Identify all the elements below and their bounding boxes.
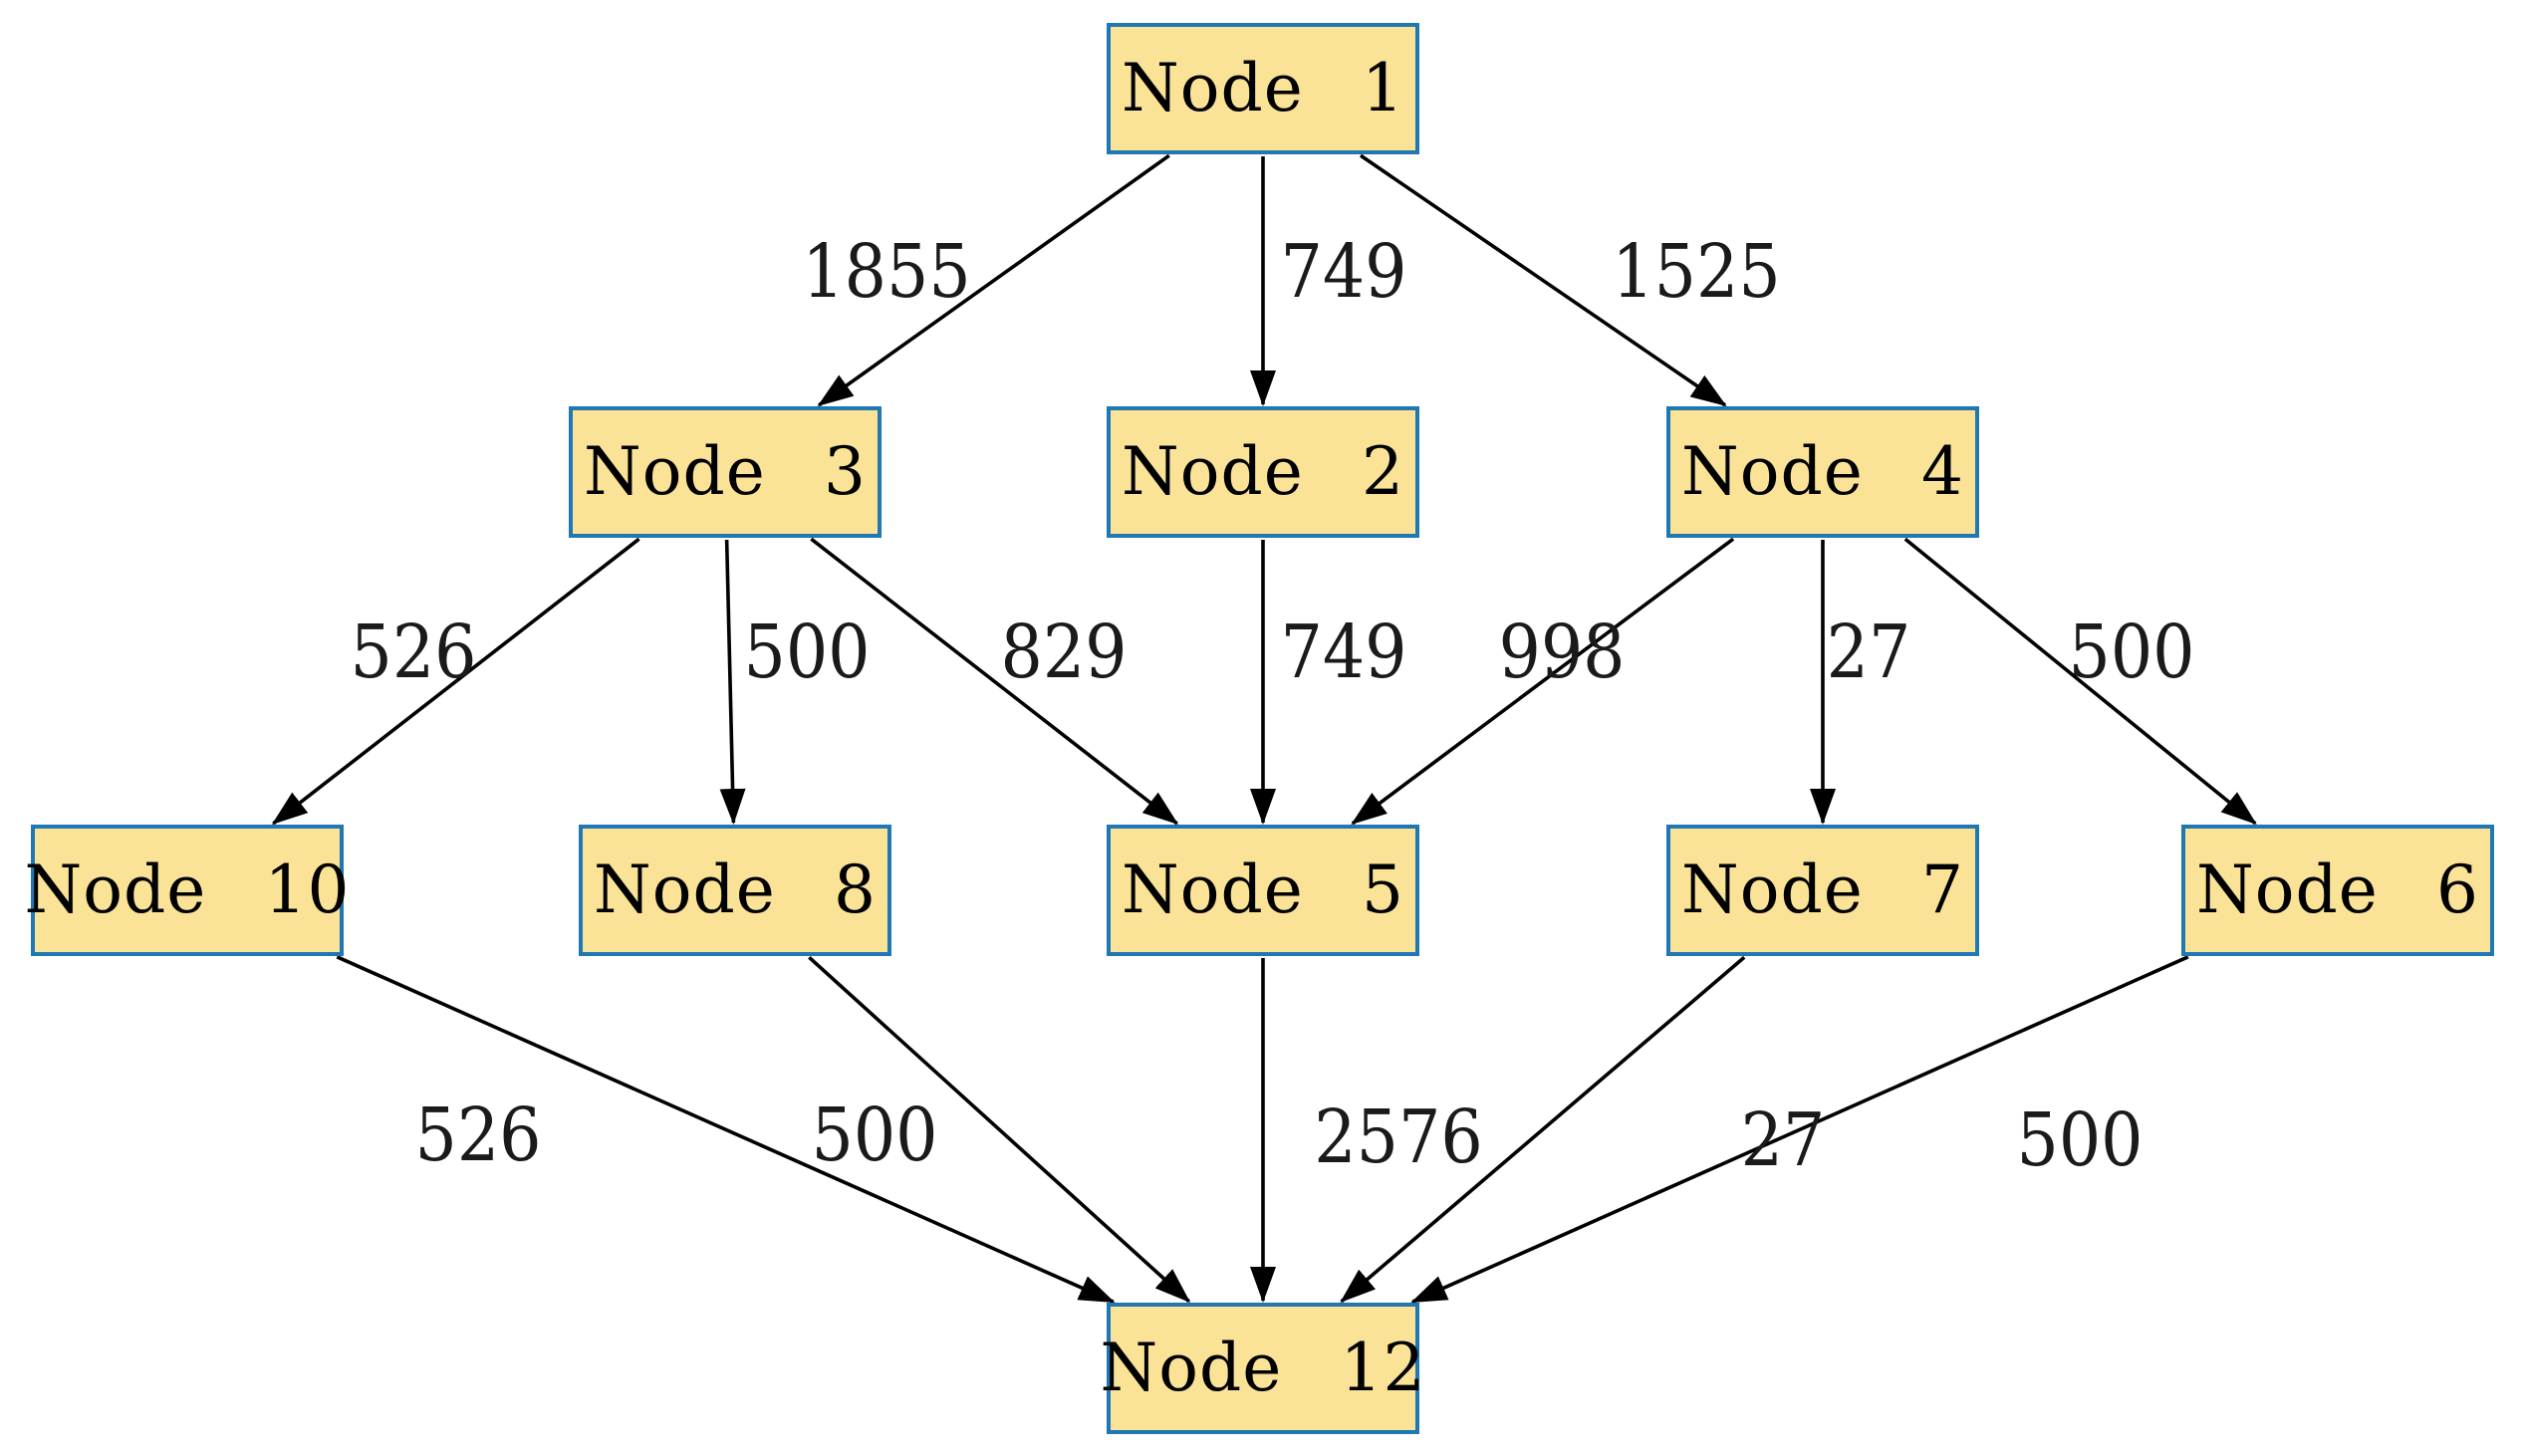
graph-node-node12: Node 12 xyxy=(1100,1303,1425,1434)
edge-weight-node3-node8: 500 xyxy=(743,609,871,695)
edge-line-node8-node12 xyxy=(808,956,1191,1304)
graph-node-node6: Node 6 xyxy=(2181,825,2494,956)
edge-weight-node7-node12: 27 xyxy=(1740,1097,1826,1183)
edge-line-node4-node6 xyxy=(1903,537,2257,826)
graph-node-node4: Node 4 xyxy=(1666,406,1979,538)
node-label: Node 5 xyxy=(1121,851,1405,928)
graph-node-node2: Node 2 xyxy=(1107,406,1419,538)
graph-node-node5: Node 5 xyxy=(1107,825,1419,956)
node-label: Node 8 xyxy=(593,851,878,928)
node-label: Node 3 xyxy=(583,433,868,510)
graph-node-node3: Node 3 xyxy=(569,406,882,538)
edge-line-node10-node12 xyxy=(336,955,1116,1304)
edge-line-node4-node5 xyxy=(1351,537,1735,826)
edge-line-node3-node5 xyxy=(810,537,1179,826)
edge-weight-node3-node5: 829 xyxy=(1000,609,1128,695)
edge-weight-node6-node12: 500 xyxy=(2016,1097,2144,1183)
edge-weight-node5-node12: 2576 xyxy=(1314,1094,1483,1180)
edge-line-node3-node10 xyxy=(271,537,640,826)
graph-node-node1: Node 1 xyxy=(1107,23,1419,154)
node-label: Node 12 xyxy=(1100,1330,1426,1406)
edge-weight-node3-node10: 526 xyxy=(350,609,477,695)
edge-weight-node4-node7: 27 xyxy=(1826,609,1911,695)
edge-weight-node4-node6: 500 xyxy=(2068,609,2195,695)
edge-line-node1-node4 xyxy=(1359,153,1727,407)
edge-line-node3-node8 xyxy=(719,539,746,825)
node-label: Node 7 xyxy=(1680,851,1965,928)
edge-weight-node4-node5: 998 xyxy=(1498,609,1626,695)
edge-weight-node8-node12: 500 xyxy=(811,1092,938,1178)
node-label: Node 4 xyxy=(1680,433,1965,510)
edge-line-node6-node12 xyxy=(1410,955,2189,1304)
graph-node-node8: Node 8 xyxy=(579,825,891,956)
edge-weight-node2-node5: 749 xyxy=(1280,609,1407,695)
node-label: Node 6 xyxy=(2195,851,2480,928)
edge-line-node7-node12 xyxy=(1340,955,1746,1304)
edge-line-node1-node3 xyxy=(817,153,1170,407)
graph-node-node10: Node 10 xyxy=(24,825,350,956)
node-label: Node 1 xyxy=(1121,50,1405,126)
node-label: Node 10 xyxy=(24,851,351,928)
graph-node-node7: Node 7 xyxy=(1666,825,1979,956)
edge-weight-node1-node2: 749 xyxy=(1280,229,1407,315)
node-label: Node 2 xyxy=(1121,433,1405,510)
edge-weight-node1-node3: 1855 xyxy=(802,229,971,315)
edge-weight-node1-node4: 1525 xyxy=(1612,229,1781,315)
edge-weight-node10-node12: 526 xyxy=(414,1092,542,1178)
